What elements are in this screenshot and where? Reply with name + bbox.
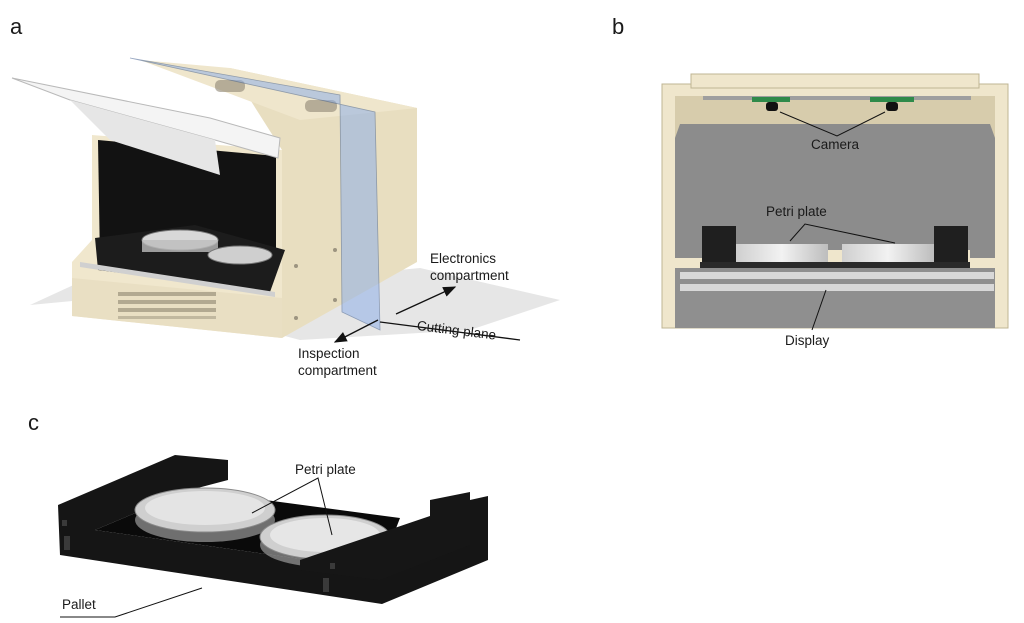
label-electronics-compartment: Electronics compartment [430,250,509,284]
label-electronics-line1: Electronics [430,251,497,266]
pallet-block-right [934,226,968,268]
petri-plate-c-leader [251,477,333,536]
panel-c-pallet [58,455,488,604]
display-leader [811,289,827,331]
top-rail [703,96,971,100]
panel-b-leaders [779,111,896,331]
cutting-plane-line [379,321,521,341]
petri-plate-leader [789,223,896,244]
label-electronics-line2: compartment [430,268,509,283]
panel-a-leaders [333,286,521,343]
cutting-plane [129,57,381,331]
camera-left [766,102,778,111]
panel-c-leaders [60,477,333,618]
camera-leader [779,111,886,137]
display-rail-top [680,272,994,279]
top-vent-grille [215,80,337,112]
camera-board-left [752,97,790,102]
panel-label-c: c [28,410,39,435]
label-display: Display [785,333,830,348]
top-lip [690,73,980,89]
panel-b-cross-section [661,73,1009,329]
panel-label-b: b [612,14,625,39]
pallet-leader [60,587,203,618]
petri-plate-right [842,244,934,262]
label-petri-plate-b: Petri plate [766,204,827,219]
interior-wall [675,124,995,258]
label-petri-plate-c: Petri plate [295,462,356,477]
label-inspection-compartment: Inspection compartment [298,345,377,379]
petri-dish-2 [207,245,273,265]
pallet-base [700,262,970,270]
panel-label-a: a [10,14,23,39]
camera-board-right [870,97,914,102]
inspection-arrow [333,319,379,343]
side-screws [294,248,337,320]
lid-underside [70,100,220,175]
label-inspection-line1: Inspection [298,346,360,361]
front-vent-holes [118,292,216,319]
camera-right [886,102,898,111]
label-camera: Camera [811,137,860,152]
panel-a-device [11,57,560,340]
petri-plate-left [736,244,828,262]
label-pallet: Pallet [62,597,96,612]
front-rail [80,262,275,297]
pallet-block-left [702,226,736,268]
display-glass [680,284,994,291]
label-inspection-line2: compartment [298,363,377,378]
electronics-arrow [395,286,457,315]
